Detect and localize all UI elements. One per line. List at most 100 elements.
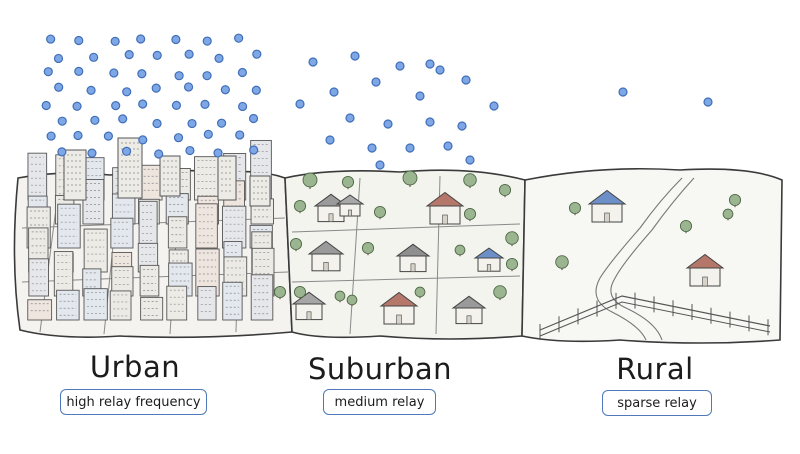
urban-tower bbox=[249, 175, 271, 207]
relay-dot-suburban bbox=[371, 77, 381, 87]
urban-building bbox=[250, 274, 274, 321]
urban-building bbox=[53, 251, 74, 297]
relay-dot-suburban bbox=[375, 160, 385, 170]
relay-dot-urban bbox=[220, 85, 230, 95]
region-badge-urban: high relay frequency bbox=[60, 389, 207, 415]
urban-tower bbox=[63, 149, 87, 201]
relay-dot-urban bbox=[184, 49, 194, 59]
relay-dot-suburban bbox=[443, 141, 453, 151]
relay-dot-urban bbox=[152, 50, 162, 60]
relay-dot-urban bbox=[152, 118, 162, 129]
relay-dot-urban bbox=[43, 67, 53, 77]
relay-dot-urban bbox=[248, 113, 259, 124]
rural-fence-rail bbox=[539, 295, 771, 331]
relay-dot-urban bbox=[74, 35, 84, 46]
suburban-tree bbox=[463, 207, 477, 221]
relay-dot-urban bbox=[251, 85, 261, 95]
relay-dot-urban bbox=[154, 149, 164, 159]
urban-building bbox=[110, 217, 134, 249]
relay-dot-suburban bbox=[295, 99, 305, 109]
region-title-suburban: Suburban bbox=[307, 352, 453, 386]
rural-house-door bbox=[702, 276, 708, 287]
relay-dot-suburban bbox=[465, 155, 475, 165]
urban-building bbox=[57, 203, 81, 249]
suburban-house-roof bbox=[307, 240, 345, 255]
relay-dot-suburban bbox=[383, 119, 393, 129]
relay-dot-urban bbox=[173, 133, 184, 143]
relay-dot-layer bbox=[41, 33, 713, 170]
suburban-house-door bbox=[328, 213, 334, 222]
region-title-rural: Rural bbox=[616, 352, 694, 386]
region-badge-suburban: medium relay bbox=[323, 389, 436, 415]
suburban-road bbox=[291, 275, 521, 283]
suburban-tree bbox=[289, 237, 303, 251]
relay-dot-rural bbox=[703, 97, 713, 107]
relay-dot-urban bbox=[72, 101, 82, 111]
relay-dot-suburban bbox=[405, 143, 415, 153]
relay-dot-urban bbox=[103, 131, 114, 141]
relay-dot-urban bbox=[90, 115, 100, 125]
relay-dot-urban bbox=[171, 100, 182, 111]
relay-dot-urban bbox=[183, 82, 194, 92]
urban-building bbox=[83, 288, 108, 321]
rural-tree bbox=[555, 255, 569, 269]
urban-building bbox=[140, 164, 163, 201]
rural-tree bbox=[679, 219, 693, 233]
relay-dot-urban bbox=[202, 36, 212, 46]
relay-dot-urban bbox=[185, 145, 195, 156]
relay-dot-urban bbox=[138, 135, 148, 145]
urban-tower bbox=[159, 155, 181, 197]
suburban-house-roof bbox=[451, 295, 487, 309]
relay-dot-urban bbox=[151, 83, 161, 93]
urban-building bbox=[27, 299, 53, 321]
urban-building bbox=[222, 281, 243, 321]
suburban-tree bbox=[373, 205, 387, 219]
relay-dot-urban bbox=[110, 36, 120, 47]
suburban-tree bbox=[341, 175, 355, 189]
relay-dot-urban bbox=[203, 129, 213, 139]
relay-dot-urban bbox=[74, 66, 84, 76]
urban-building bbox=[167, 216, 188, 249]
urban-tower bbox=[217, 155, 237, 201]
suburban-house-door bbox=[410, 263, 416, 272]
relay-dot-urban bbox=[214, 53, 224, 63]
relay-dot-suburban bbox=[367, 143, 377, 153]
relay-dot-urban bbox=[41, 100, 51, 111]
relay-dot-urban bbox=[200, 99, 210, 109]
suburban-tree bbox=[346, 294, 358, 306]
relay-dot-urban bbox=[118, 114, 128, 124]
suburban-tree bbox=[505, 231, 519, 245]
suburban-house-roof bbox=[473, 247, 505, 259]
rural-house-roof bbox=[685, 253, 725, 269]
suburban-tree bbox=[361, 241, 375, 255]
relay-dot-urban bbox=[124, 50, 134, 60]
relay-dot-urban bbox=[238, 101, 248, 112]
urban-building bbox=[139, 264, 160, 297]
relay-dot-urban bbox=[187, 118, 197, 129]
suburban-tree bbox=[293, 285, 307, 299]
suburban-house-door bbox=[396, 314, 402, 325]
relay-dot-suburban bbox=[457, 121, 467, 131]
rural-path-right bbox=[610, 177, 695, 341]
suburban-road bbox=[291, 223, 521, 233]
relay-dot-urban bbox=[57, 116, 67, 126]
rural-fence-rail bbox=[539, 301, 771, 337]
urban-tower bbox=[117, 137, 143, 199]
suburban-tree bbox=[293, 199, 307, 213]
relay-dot-urban bbox=[249, 145, 259, 155]
urban-building bbox=[56, 289, 80, 321]
suburban-tree bbox=[302, 172, 318, 188]
relay-dot-urban bbox=[235, 130, 245, 140]
relay-dot-suburban bbox=[425, 59, 435, 69]
rural-tree bbox=[568, 201, 582, 215]
relay-dot-urban bbox=[234, 33, 244, 43]
relay-dot-urban bbox=[73, 130, 83, 141]
suburban-tree bbox=[505, 257, 519, 271]
relay-dot-urban bbox=[111, 101, 121, 111]
relay-dot-urban bbox=[46, 34, 56, 44]
relay-dot-urban bbox=[89, 52, 99, 62]
relay-dot-urban bbox=[136, 34, 146, 44]
relay-dot-urban bbox=[54, 82, 64, 92]
rural-tree bbox=[722, 208, 734, 220]
